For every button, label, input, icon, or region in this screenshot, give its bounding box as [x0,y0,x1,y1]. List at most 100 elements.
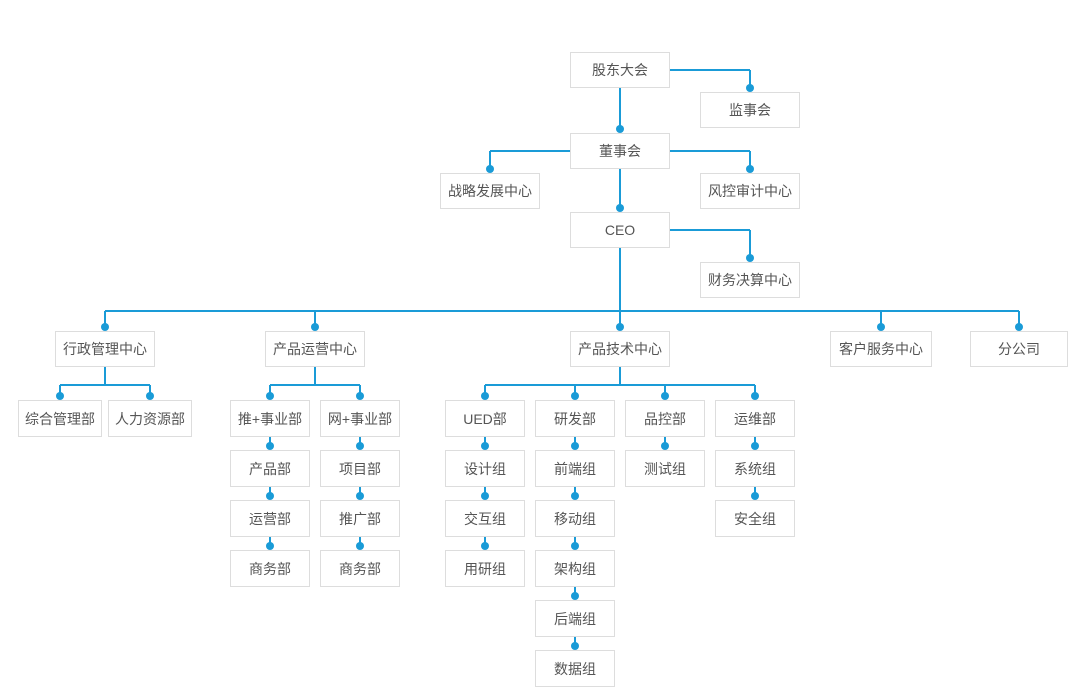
org-node-label: 移动组 [554,510,596,527]
connector-dot [571,442,579,450]
org-node-label: 后端组 [554,610,596,627]
connector-dot [146,392,154,400]
org-node-hr: 人力资源部 [108,400,192,437]
org-node-mobile-group: 移动组 [535,500,615,537]
connector-dot [571,392,579,400]
connector-dot [266,442,274,450]
org-node-label: 安全组 [734,510,776,527]
connector-dot [356,392,364,400]
connector-dot [746,254,754,262]
org-node-ued-dept: UED部 [445,400,525,437]
org-node-label: 架构组 [554,560,596,577]
org-node-label: 监事会 [729,102,771,118]
connector-dot [356,442,364,450]
org-node-label: 产品技术中心 [578,341,662,357]
connector-dot [56,392,64,400]
connector-dot [616,204,624,212]
connector-dot [1015,323,1023,331]
connector-dot [616,125,624,133]
org-node-product-tech: 产品技术中心 [570,331,670,367]
connector-dot [571,592,579,600]
connector-dot [751,442,759,450]
org-node-design-group: 设计组 [445,450,525,487]
connector-dot [746,84,754,92]
connector-dot [661,442,669,450]
org-node-operations-dept: 运营部 [230,500,310,537]
org-node-label: 设计组 [464,460,506,477]
org-node-label: 客户服务中心 [839,341,923,357]
connector-dot [571,542,579,550]
connector-dot [356,492,364,500]
org-node-label: 分公司 [998,341,1040,357]
connector-dot [751,492,759,500]
org-node-shareholders: 股东大会 [570,52,670,88]
org-node-business-dept-wang: 商务部 [320,550,400,587]
org-node-label: 研发部 [554,410,596,427]
org-node-finance: 财务决算中心 [700,262,800,298]
org-node-project-dept: 项目部 [320,450,400,487]
org-node-customer-service: 客户服务中心 [830,331,932,367]
connector-dot [266,392,274,400]
org-node-product-dept: 产品部 [230,450,310,487]
org-node-label: 系统组 [734,460,776,477]
org-node-label: UED部 [463,410,507,427]
org-node-strategy: 战略发展中心 [440,173,540,209]
org-node-label: 行政管理中心 [63,341,147,357]
connector-dot [266,542,274,550]
connector-dot [266,492,274,500]
org-node-label: 用研组 [464,560,506,577]
org-node-label: 网+事业部 [327,410,393,427]
org-node-wang-division: 网+事业部 [320,400,400,437]
org-node-label: 运营部 [249,510,291,527]
org-node-backend-group: 后端组 [535,600,615,637]
org-node-label: 数据组 [554,660,596,677]
connector-dot [311,323,319,331]
connector-dot [877,323,885,331]
org-node-architecture-group: 架构组 [535,550,615,587]
org-node-ceo: CEO [570,212,670,248]
org-node-label: 品控部 [644,410,686,427]
org-node-security-group: 安全组 [715,500,795,537]
org-node-product-ops: 产品运营中心 [265,331,365,367]
org-node-ops-dept: 运维部 [715,400,795,437]
org-node-label: 股东大会 [592,62,648,78]
org-node-label: 交互组 [464,510,506,527]
org-node-label: 测试组 [644,460,686,477]
connector-dot [101,323,109,331]
org-node-testing-group: 测试组 [625,450,705,487]
connector-dot [571,642,579,650]
org-node-label: 董事会 [599,143,641,159]
org-node-label: 商务部 [339,560,381,577]
connector-dot [616,323,624,331]
org-node-tui-division: 推+事业部 [230,400,310,437]
org-node-system-group: 系统组 [715,450,795,487]
org-node-qc-dept: 品控部 [625,400,705,437]
connector-dot [481,492,489,500]
org-node-label: 产品部 [249,460,291,477]
org-node-label: 推广部 [339,510,381,527]
org-node-label: 风控审计中心 [708,183,792,199]
connector-dot [486,165,494,173]
connector-dot [571,492,579,500]
org-node-general-mgmt: 综合管理部 [18,400,102,437]
connector-dot [481,542,489,550]
connector-dot [751,392,759,400]
org-node-label: 项目部 [339,460,381,477]
org-node-label: 商务部 [249,560,291,577]
org-node-data-group: 数据组 [535,650,615,687]
org-node-admin-center: 行政管理中心 [55,331,155,367]
org-node-interaction-group: 交互组 [445,500,525,537]
org-node-label: 产品运营中心 [273,341,357,357]
connector-dot [746,165,754,173]
org-node-label: 运维部 [734,410,776,427]
connector-dot [661,392,669,400]
org-node-supervisory: 监事会 [700,92,800,128]
org-node-risk-audit: 风控审计中心 [700,173,800,209]
org-node-business-dept-tui: 商务部 [230,550,310,587]
org-node-label: 前端组 [554,460,596,477]
org-node-label: 推+事业部 [237,410,303,427]
org-node-promotion-dept: 推广部 [320,500,400,537]
